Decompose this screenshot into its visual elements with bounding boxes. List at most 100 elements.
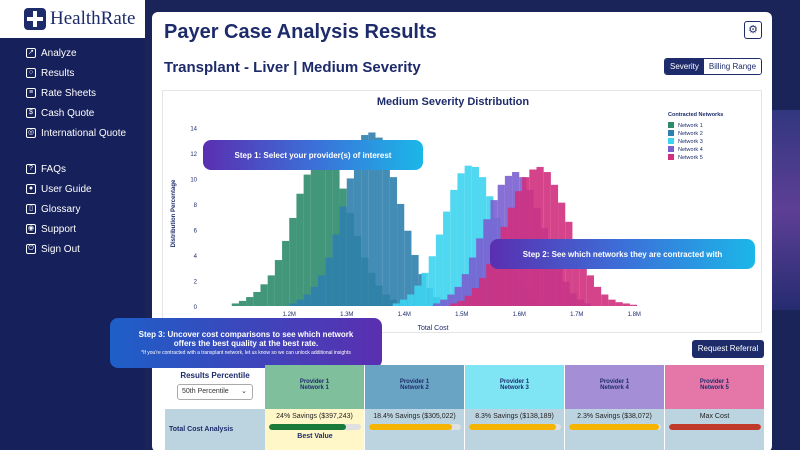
- bar-network-3: [421, 272, 429, 306]
- sidebar-item-user-guide[interactable]: ●User Guide: [26, 179, 92, 199]
- toggle-billing-range[interactable]: Billing Range: [703, 59, 762, 74]
- x-tick-label: 1.7M: [570, 312, 583, 318]
- sidebar-item-faqs[interactable]: ?FAQs: [26, 159, 92, 179]
- legend-swatch: [668, 130, 674, 136]
- bar-network-2: [397, 203, 405, 306]
- bar-network-4: [454, 286, 462, 306]
- bar-network-3: [450, 189, 458, 306]
- savings-cell-network-5: Max Cost: [665, 409, 765, 450]
- bar-network-3: [428, 256, 436, 306]
- network-label: Network 2: [400, 385, 429, 391]
- bar-network-2: [339, 206, 347, 306]
- bar-network-4: [461, 274, 469, 306]
- sidebar: HealthRate ↗Analyze ○Results ≡Rate Sheet…: [0, 0, 145, 450]
- chart-title: Medium Severity Distribution: [377, 96, 529, 108]
- y-tick-label: 2: [194, 279, 198, 285]
- bar-network-1: [282, 240, 290, 306]
- percentile-select[interactable]: 50th Percentile⌄: [177, 384, 253, 400]
- savings-bar: [369, 424, 461, 430]
- x-tick-label: 1.5M: [455, 312, 468, 318]
- legend-swatch: [668, 138, 674, 144]
- percentile-value: 50th Percentile: [182, 388, 229, 395]
- bar-network-1: [325, 151, 333, 306]
- page-title: Payer Case Analysis Results: [164, 21, 437, 43]
- total-cost-analysis-label: Total Cost Analysis: [165, 409, 265, 450]
- legend-item: Network 2: [678, 131, 703, 137]
- savings-bar-fill: [669, 424, 761, 430]
- bar-network-2: [296, 299, 304, 306]
- legend-item: Network 5: [678, 155, 703, 161]
- savings-bar: [569, 424, 661, 430]
- y-axis-label: Distribution Percentage: [171, 179, 177, 247]
- savings-text: 2.3% Savings ($38,072): [577, 413, 652, 420]
- savings-bar: [669, 424, 761, 430]
- sidebar-item-results[interactable]: ○Results: [26, 63, 126, 83]
- bar-network-5: [615, 302, 623, 306]
- sidebar-item-rate-sheets[interactable]: ≡Rate Sheets: [26, 83, 126, 103]
- request-referral-button[interactable]: Request Referral: [692, 340, 764, 358]
- callout-step-2-text: Step 2: See which networks they are cont…: [522, 249, 723, 259]
- bar-network-2: [303, 294, 311, 306]
- bar-network-5: [450, 303, 458, 306]
- globe-icon: ◎: [26, 128, 36, 138]
- bar-network-5: [622, 303, 630, 306]
- bar-network-2: [325, 257, 333, 306]
- network-label: Network 4: [600, 385, 629, 391]
- toggle-severity[interactable]: Severity: [665, 59, 704, 74]
- network-label: Network 1: [300, 385, 329, 391]
- bar-network-5: [479, 277, 487, 306]
- question-icon: ?: [26, 164, 36, 174]
- network-label: Network 3: [500, 385, 529, 391]
- bar-network-2: [382, 154, 390, 306]
- bar-network-1: [267, 275, 275, 306]
- sidebar-item-sign-out[interactable]: ⏻Sign Out: [26, 239, 92, 259]
- y-tick-label: 12: [190, 152, 197, 158]
- bar-network-1: [296, 193, 304, 306]
- sidebar-item-glossary[interactable]: ▯Glossary: [26, 199, 92, 219]
- bar-network-5: [536, 166, 544, 306]
- bar-network-2: [318, 275, 326, 306]
- savings-bar-fill: [369, 424, 452, 430]
- bar-network-4: [440, 299, 448, 306]
- provider-label: Provider 1: [299, 379, 330, 385]
- sidebar-item-support[interactable]: ◉Support: [26, 223, 77, 235]
- callout-step-3-line2: offers the best quality at the best rate…: [173, 339, 319, 348]
- settings-gear-icon[interactable]: ⚙: [744, 21, 762, 39]
- x-tick-label: 1.6M: [513, 312, 526, 318]
- bar-network-2: [353, 152, 362, 306]
- savings-bar-fill: [569, 424, 660, 430]
- y-tick-label: 0: [194, 305, 198, 311]
- sidebar-item-international-quote[interactable]: ◎International Quote: [26, 127, 127, 139]
- bar-network-3: [392, 303, 400, 306]
- bar-network-5: [579, 260, 587, 306]
- legend-title: Contracted Networks: [668, 112, 723, 118]
- bar-network-4: [447, 294, 455, 306]
- bar-network-1: [318, 147, 326, 306]
- document-icon: ≡: [26, 88, 36, 98]
- bar-network-2: [368, 132, 376, 306]
- y-tick-label: 8: [194, 203, 198, 209]
- view-toggle: Severity Billing Range: [664, 58, 763, 75]
- chart-icon: ↗: [26, 48, 36, 58]
- savings-bar: [269, 424, 361, 430]
- cross-logo-icon: [24, 8, 46, 30]
- legend-item: Network 3: [678, 139, 703, 145]
- legend-item: Network 4: [678, 147, 703, 153]
- bar-network-5: [572, 242, 580, 306]
- bar-network-1: [310, 158, 318, 306]
- sidebar-item-cash-quote[interactable]: $Cash Quote: [26, 103, 126, 123]
- bar-network-1: [303, 174, 311, 306]
- x-tick-label: 1.8M: [628, 312, 641, 318]
- sidebar-item-analyze[interactable]: ↗Analyze: [26, 43, 126, 63]
- bar-network-2: [375, 137, 383, 306]
- bar-network-4: [468, 257, 477, 306]
- callout-step-1: Step 1: Select your provider(s) of inter…: [203, 140, 423, 170]
- logo[interactable]: HealthRate: [0, 0, 145, 38]
- callout-step-3: Step 3: Uncover cost comparisons to see …: [110, 318, 382, 368]
